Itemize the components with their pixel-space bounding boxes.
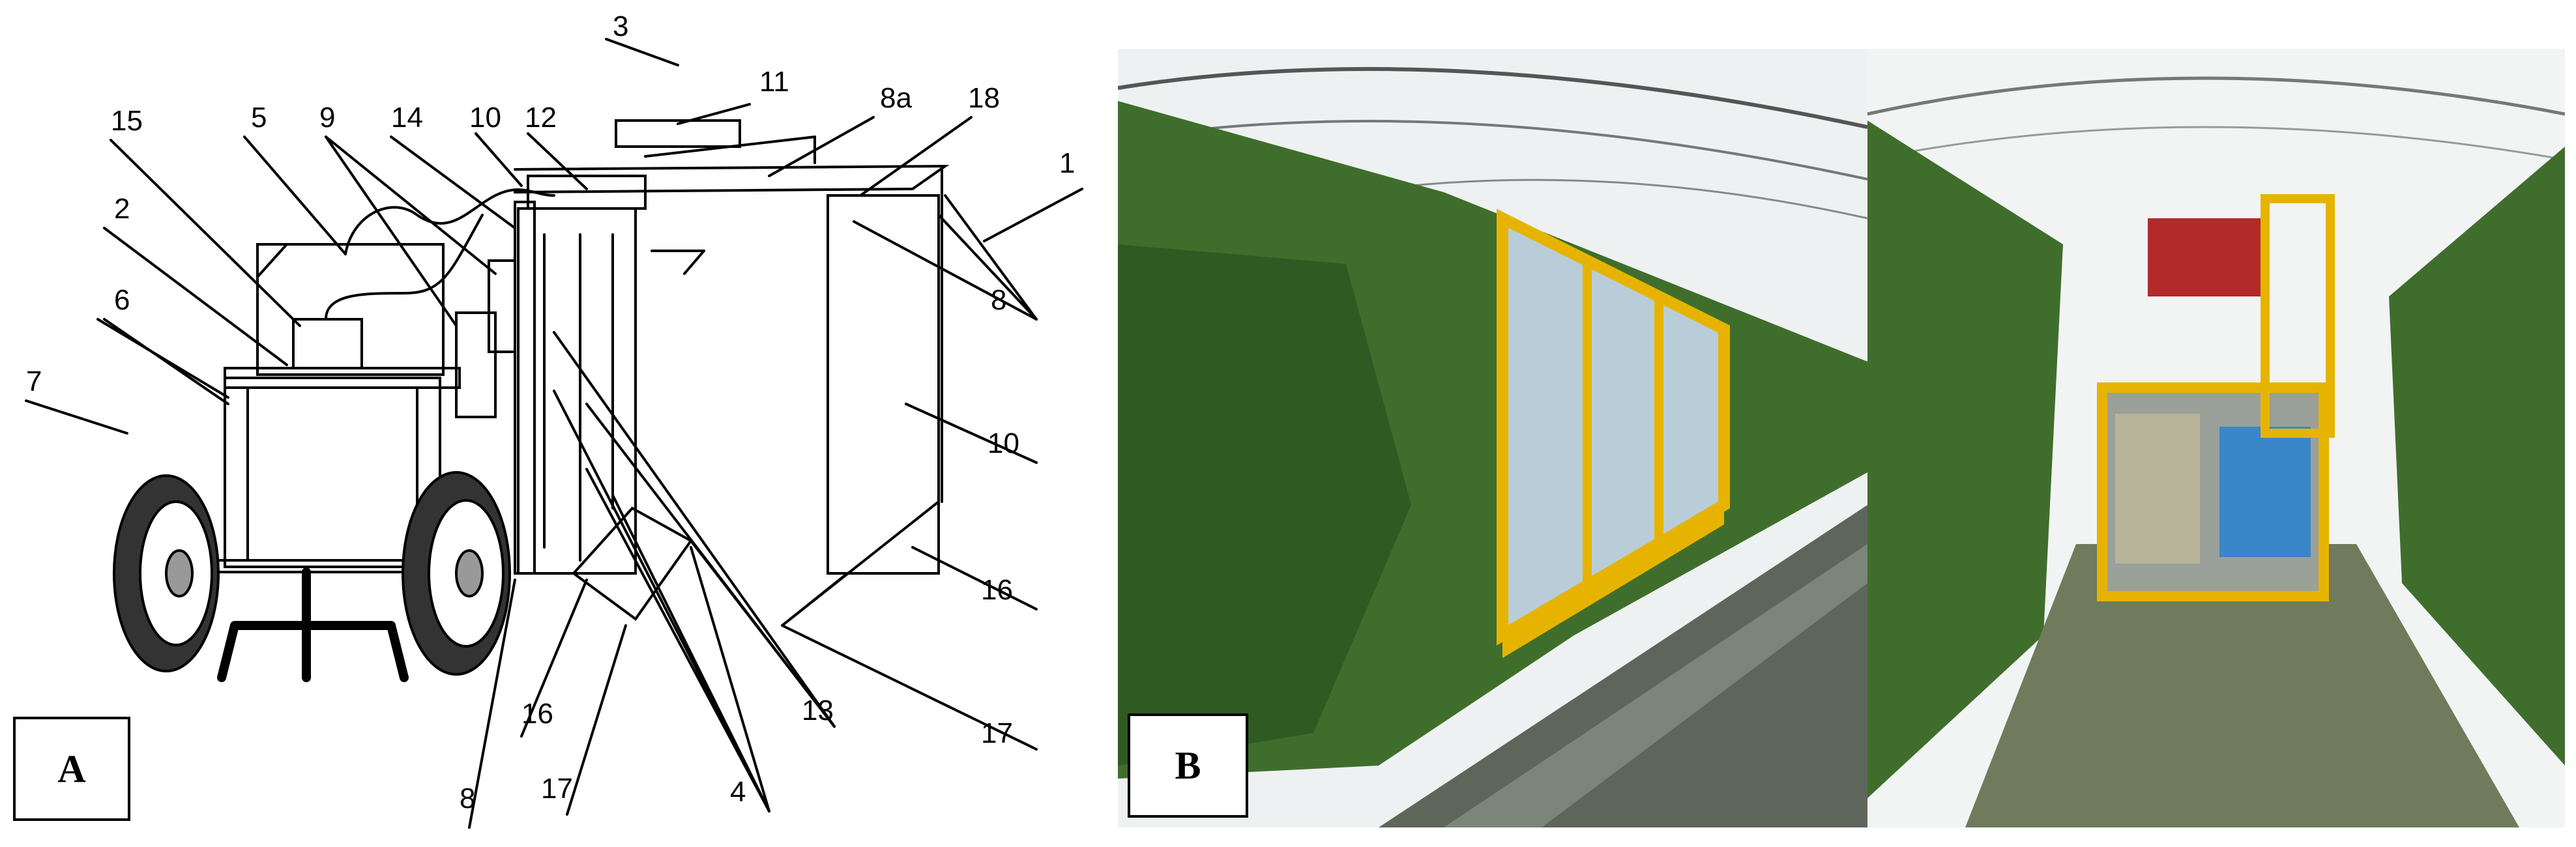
leader-line [110, 139, 301, 327]
wheel-left [113, 474, 220, 672]
leader-line [585, 468, 770, 812]
leader-line [853, 220, 1038, 321]
callout-14: 14 [391, 102, 423, 134]
callout-18: 18 [968, 82, 1000, 114]
panel-b-label: B [1128, 713, 1248, 818]
schematic-diagram: 3 11 8a 18 1 15 5 9 14 10 12 2 6 7 8 10 … [25, 10, 1083, 829]
ground-film [1379, 505, 1867, 827]
leader-line [475, 132, 523, 187]
callout-5: 5 [251, 102, 267, 134]
callout-10-right: 10 [988, 427, 1019, 459]
leader-line [983, 188, 1083, 242]
callout-16-right: 16 [981, 574, 1013, 606]
tractor [2148, 218, 2265, 296]
leader-line [768, 116, 875, 177]
control-module [292, 318, 363, 369]
hose-5 [344, 188, 555, 255]
leader-line [690, 546, 770, 812]
engine-box-top [256, 243, 288, 278]
callout-1: 1 [1059, 147, 1075, 179]
leader-line [325, 136, 497, 275]
wheel-right [402, 471, 511, 676]
callout-6: 6 [114, 284, 130, 316]
curtain-frame-near [517, 207, 637, 575]
callout-10: 10 [469, 102, 501, 134]
leader-line [468, 579, 516, 829]
carriage-frame [224, 377, 441, 568]
hedge-right [2389, 147, 2565, 766]
callout-8-bottom: 8 [460, 782, 475, 814]
callout-17-right: 17 [981, 717, 1013, 749]
photo-panel [1118, 49, 2565, 827]
leader-line [25, 399, 128, 435]
callout-7: 7 [26, 366, 42, 397]
leader-line [611, 494, 770, 812]
leader-line [859, 116, 973, 197]
blue-tank [2219, 427, 2311, 557]
callout-3: 3 [613, 10, 628, 42]
leader-line [605, 38, 679, 66]
leader-line [103, 318, 229, 405]
photo-right [1867, 49, 2565, 827]
pump-unit [455, 311, 497, 418]
collector-tray-far [781, 500, 940, 627]
leader-line [520, 579, 588, 738]
spray-hose [683, 250, 705, 275]
grass-path [1965, 544, 2519, 827]
leader-line [243, 136, 347, 255]
leader-line [553, 331, 836, 728]
valve-block [488, 259, 516, 353]
leader-line [325, 136, 458, 327]
hose-14 [325, 214, 484, 321]
callout-12: 12 [525, 102, 557, 134]
hedge-left [1867, 121, 2063, 798]
callout-13: 13 [802, 695, 834, 726]
boom-rail [644, 136, 816, 158]
leader-line [944, 194, 1038, 321]
leader-line [781, 624, 1038, 751]
leader-line [677, 103, 751, 125]
upper-frame [514, 164, 950, 194]
leader-line [911, 546, 1038, 610]
callout-8a: 8a [880, 82, 912, 114]
panel-a-label: A [13, 717, 130, 821]
leader-line [937, 214, 1038, 321]
leader-line [390, 136, 516, 229]
generator [2115, 414, 2200, 564]
leader-line [905, 403, 1038, 464]
photo-left [1118, 49, 1868, 827]
curtain-frame-far [827, 194, 940, 575]
callout-2: 2 [114, 193, 130, 225]
engine-box [256, 243, 445, 376]
callout-15: 15 [111, 105, 143, 137]
leader-line [690, 539, 836, 728]
leader-line [566, 624, 627, 816]
carriage-top [224, 367, 461, 389]
leader-line [527, 132, 588, 190]
hitch [217, 567, 409, 682]
cylinder-11 [615, 119, 741, 148]
leader-line [103, 227, 288, 366]
callout-4: 4 [730, 776, 746, 808]
mast-frame [2261, 194, 2335, 438]
callout-16-bottom: 16 [521, 698, 553, 730]
callout-8-right: 8 [991, 284, 1006, 316]
collector-tray-near [572, 506, 693, 621]
callout-9: 9 [319, 102, 335, 134]
callout-17-bottom: 17 [541, 773, 573, 805]
callout-11: 11 [759, 66, 789, 98]
